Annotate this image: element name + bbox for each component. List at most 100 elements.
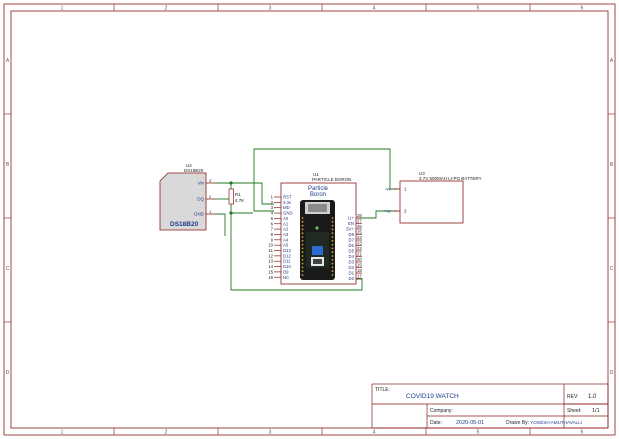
u1-pin-name: D13 bbox=[283, 248, 291, 253]
u1-pin-number: 13 bbox=[268, 259, 273, 264]
title-block-text: TITLE: COVID19 WATCH REV: 1.0 Company: S… bbox=[375, 387, 600, 426]
wires bbox=[215, 148, 398, 291]
frame-row-label: B bbox=[610, 162, 614, 168]
wire-gnd bbox=[215, 213, 226, 236]
sheet-value: 1/1 bbox=[592, 408, 600, 414]
u1-pin-name: 5V+ bbox=[346, 227, 354, 232]
u1-pin-number: 15 bbox=[268, 269, 273, 274]
u3-pin-name: -ve bbox=[385, 187, 392, 192]
frame-column-label: 2 bbox=[165, 6, 168, 12]
u1-pin-name: D8 bbox=[349, 232, 355, 237]
u1-pin-number: 9 bbox=[271, 237, 274, 242]
u1-pin-name: MD bbox=[283, 205, 290, 210]
u1-pin-name: RST bbox=[283, 195, 292, 200]
u1-pin-number: 10 bbox=[268, 243, 273, 248]
u2-part: DS18B20 bbox=[184, 168, 204, 173]
u1-pin-number: 26 bbox=[357, 224, 362, 229]
u1-pin-number: 19 bbox=[357, 263, 362, 268]
u1-pin-name: D0 bbox=[349, 276, 355, 281]
u1-pin-name: A5 bbox=[283, 243, 289, 248]
u1-pin-number: 20 bbox=[357, 257, 362, 262]
outer-border bbox=[3, 3, 616, 436]
u2-body bbox=[159, 172, 207, 231]
u1-pin-name: GND bbox=[283, 211, 293, 216]
u1-pin-number: 17 bbox=[357, 274, 362, 279]
u1-pin-number: 6 bbox=[271, 221, 274, 226]
u3-pin-number: 2 bbox=[404, 209, 407, 214]
u2-pin-number: 2 bbox=[209, 194, 212, 199]
title-value: COVID19 WATCH bbox=[406, 393, 459, 400]
inner-border bbox=[10, 10, 609, 429]
u1-pin-number: 1 bbox=[271, 195, 274, 200]
u1-pin-number: 7 bbox=[271, 227, 274, 232]
junction-dot bbox=[229, 211, 233, 215]
u1-pin-number: 5 bbox=[271, 216, 274, 221]
u1-pin-number: 27 bbox=[357, 219, 362, 224]
u1-pin-number: 14 bbox=[268, 264, 273, 269]
frame-column-label: 1 bbox=[61, 6, 64, 12]
u1-pin-name: A3 bbox=[283, 232, 289, 237]
rev-value: 1.0 bbox=[588, 394, 597, 400]
title-block bbox=[371, 383, 609, 429]
u2-pin-number: 3 bbox=[209, 178, 212, 183]
u1-pin-name: EN bbox=[348, 221, 354, 226]
u1-pin-name: D10 bbox=[283, 264, 291, 269]
frame-row-label: C bbox=[6, 266, 10, 272]
u1-pin-name: D1 bbox=[349, 271, 355, 276]
u1-pin-name: D11 bbox=[283, 259, 291, 264]
u3-ref: U3 bbox=[419, 171, 425, 176]
r1-resistor[interactable]: R1 4.7K bbox=[228, 188, 244, 205]
frame-ticks bbox=[4, 4, 615, 435]
u3-part: 3.7V 500MAH LI-PO BATTERY bbox=[419, 176, 482, 181]
u1-pin-number: 21 bbox=[357, 252, 362, 257]
frame-column-label: 5 bbox=[477, 430, 480, 436]
frame-row-label: B bbox=[6, 162, 10, 168]
frame-row-label: D bbox=[6, 370, 10, 376]
title-label: TITLE: bbox=[375, 387, 390, 393]
u1-pin-number: 18 bbox=[357, 268, 362, 273]
u3-pin-name: +ve bbox=[384, 209, 392, 214]
u1-pin-number: 16 bbox=[268, 275, 273, 280]
wire-vin bbox=[215, 182, 274, 205]
frame-column-label: 4 bbox=[373, 430, 376, 436]
u1-pin-number: 22 bbox=[357, 246, 362, 251]
boron-board-image bbox=[300, 200, 335, 280]
rev-label: REV: bbox=[567, 394, 578, 400]
u1-pin-name: NC bbox=[283, 275, 289, 280]
drawn-label: Drawn By: bbox=[506, 420, 529, 426]
u2-ref: U2 bbox=[186, 163, 192, 168]
u1-pin-name: D3 bbox=[349, 260, 355, 265]
u1-pin-name: D4 bbox=[349, 254, 355, 259]
wire-d0-loop bbox=[230, 213, 363, 291]
r1-ref: R1 bbox=[235, 192, 241, 197]
u1-pin-name: A1 bbox=[283, 221, 289, 226]
u1-pin-number: 12 bbox=[268, 253, 273, 258]
frame-row-label: A bbox=[610, 58, 614, 64]
frame-column-label: 6 bbox=[581, 6, 584, 12]
u1-pin-number: 3 bbox=[271, 205, 274, 210]
u1-pin-number: 4 bbox=[271, 211, 274, 216]
u1-pin-name: D7 bbox=[349, 238, 355, 243]
u1-title-line1: Particle bbox=[308, 186, 329, 192]
junction-dot bbox=[229, 181, 233, 185]
frame-column-label: 4 bbox=[373, 6, 376, 12]
frame-column-label: 3 bbox=[269, 6, 272, 12]
frame-column-label: 3 bbox=[269, 430, 272, 436]
u1-pin-name: D2 bbox=[349, 265, 355, 270]
u1-pin-number: 28 bbox=[357, 213, 362, 218]
u1-part: PARTICLE BORON bbox=[312, 177, 351, 182]
frame-row-label: C bbox=[610, 266, 614, 272]
u1-pin-number: 2 bbox=[271, 200, 274, 205]
r1-body bbox=[228, 188, 234, 205]
u2-pin-name: DQ bbox=[197, 197, 204, 202]
u2-pin-name: GND bbox=[194, 212, 205, 217]
u1-pin-name: D5 bbox=[349, 249, 355, 254]
u1-pin-name: D12 bbox=[283, 253, 291, 258]
wire-battery-pos bbox=[356, 210, 398, 219]
u1-pin-number: 8 bbox=[271, 232, 274, 237]
frame-column-label: 2 bbox=[165, 430, 168, 436]
